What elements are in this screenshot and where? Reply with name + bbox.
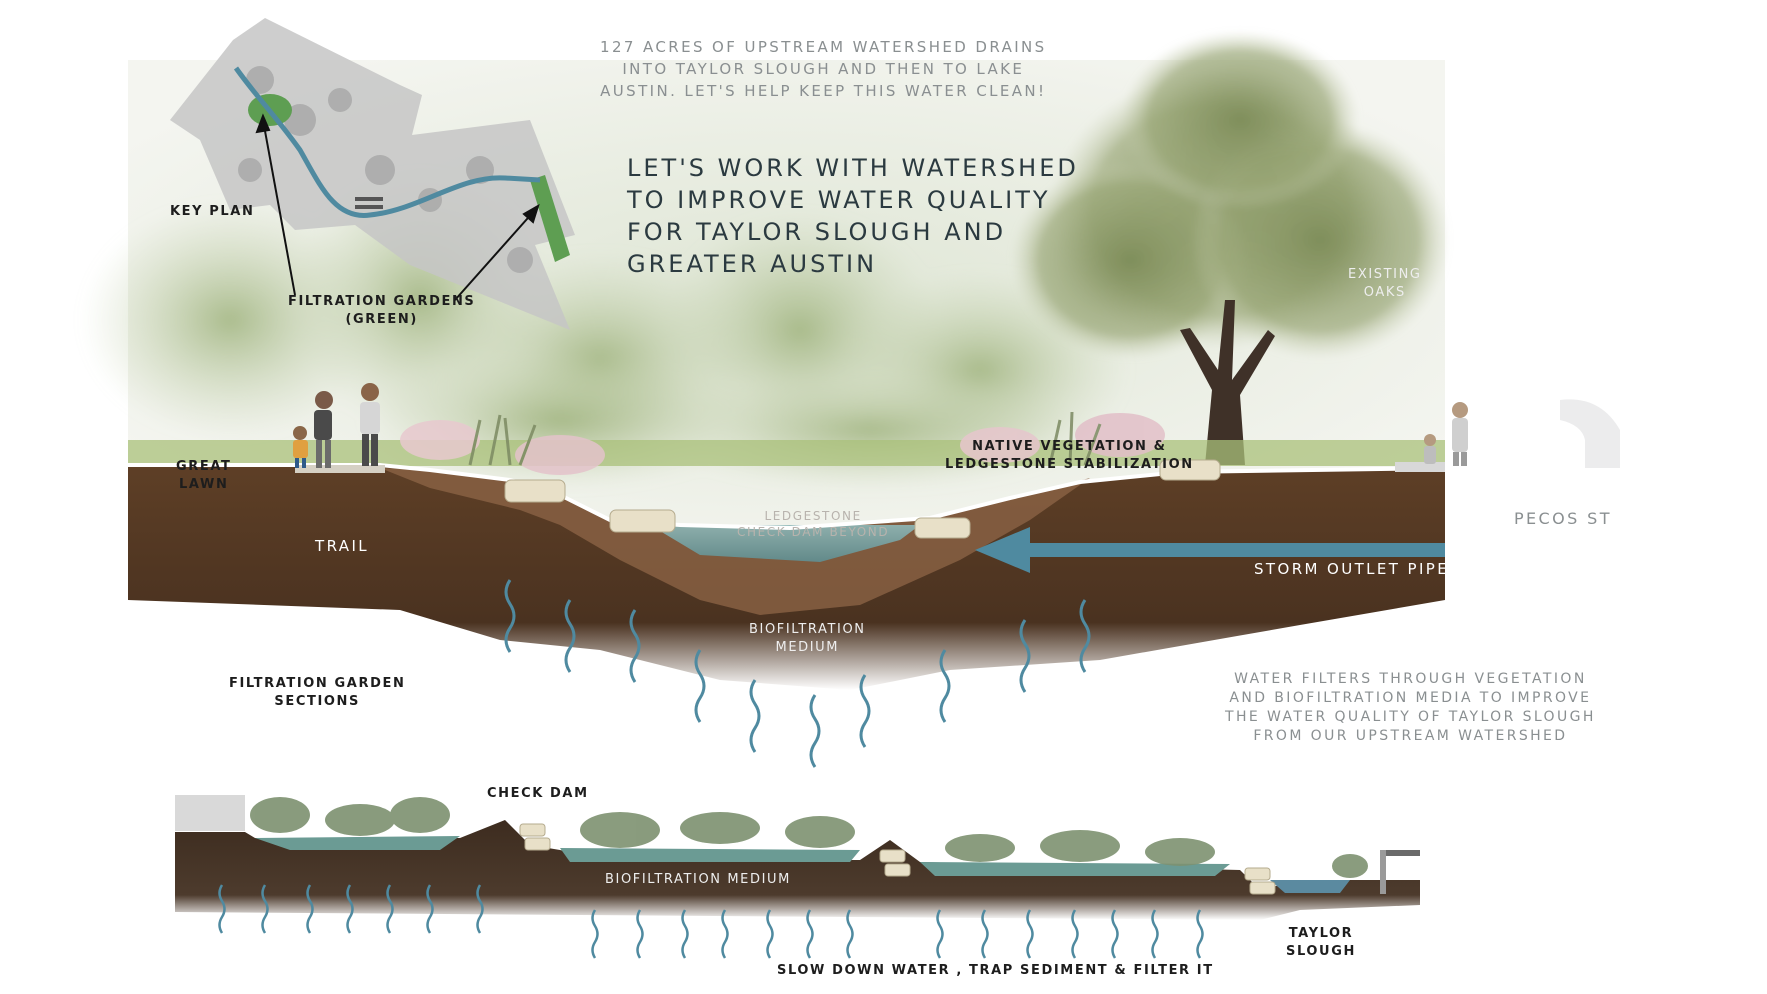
note-line-2: AND BIOFILTRATION MEDIA TO IMPROVE: [1229, 690, 1592, 706]
great-lawn-label: GREAT LAWN: [176, 458, 231, 494]
oaks-line-1: EXISTING: [1348, 267, 1422, 282]
ornamental-grasses: [400, 411, 1165, 475]
note-line-4: FROM OUR UPSTREAM WATERSHED: [1253, 728, 1568, 744]
note-line-1: WATER FILTERS THROUGH VEGETATION: [1234, 671, 1587, 687]
slough-line-1: TAYLOR: [1288, 926, 1354, 941]
check-dam-beyond-label: LEDGESTONE CHECK DAM BEYOND: [737, 508, 889, 540]
bio-line-1: BIOFILTRATION: [749, 622, 866, 637]
headline-line-1: LET'S WORK WITH WATERSHED: [627, 154, 1079, 182]
bio-line-2: MEDIUM: [775, 640, 840, 655]
headline-line-3: FOR TAYLOR SLOUGH AND: [627, 218, 1007, 246]
vegetation-line-1: NATIVE VEGETATION &: [972, 439, 1167, 454]
upper-infiltration-arrows: [504, 579, 1091, 768]
intro-line-2: INTO TAYLOR SLOUGH AND THEN TO LAKE: [622, 60, 1025, 78]
key-plan-title: KEY PLAN: [170, 204, 255, 219]
check-dam-label: CHECK DAM: [487, 786, 589, 801]
section-line-1: FILTRATION GARDEN: [229, 676, 406, 691]
intro-text: 127 ACRES OF UPSTREAM WATERSHED DRAINS I…: [600, 36, 1047, 102]
dam-beyond-line-2: CHECK DAM BEYOND: [737, 525, 890, 539]
headline-line-2: TO IMPROVE WATER QUALITY: [627, 186, 1051, 214]
oak-tree: [1010, 30, 1450, 465]
taylor-slough-label: TAYLOR SLOUGH: [1286, 925, 1356, 961]
street-slab: [1395, 462, 1445, 472]
biofiltration-medium-label: BIOFILTRATION MEDIUM: [749, 621, 866, 657]
dam-beyond-line-1: LEDGESTONE: [764, 509, 862, 523]
lawn-line-2: LAWN: [179, 477, 229, 492]
ground-surface-line: [128, 463, 1446, 531]
lower-biofiltration-label: BIOFILTRATION MEDIUM: [605, 872, 791, 887]
filtration-gardens-callout: FILTRATION GARDENS (GREEN): [288, 293, 475, 329]
section-line-2: SECTIONS: [274, 694, 361, 709]
trail-slab: [295, 465, 385, 473]
grass-strip: [128, 440, 1445, 466]
slough-line-2: SLOUGH: [1286, 944, 1356, 959]
native-vegetation-label: NATIVE VEGETATION & LEDGESTONE STABILIZA…: [945, 438, 1194, 474]
intro-line-1: 127 ACRES OF UPSTREAM WATERSHED DRAINS: [600, 38, 1047, 56]
people-figures: [293, 383, 1468, 468]
storm-outlet-arrow-icon: [975, 527, 1445, 573]
oaks-line-2: OAKS: [1363, 285, 1406, 300]
lower-caption: SLOW DOWN WATER , TRAP SEDIMENT & FILTER…: [777, 963, 1214, 978]
pond-water: [650, 525, 920, 562]
intro-line-3: AUSTIN. LET'S HELP KEEP THIS WATER CLEAN…: [600, 82, 1047, 100]
filter-note: WATER FILTERS THROUGH VEGETATION AND BIO…: [1225, 670, 1596, 746]
headline: LET'S WORK WITH WATERSHED TO IMPROVE WAT…: [627, 152, 1079, 280]
lower-infiltration-arrows: [218, 884, 1204, 959]
parked-car: [1560, 399, 1620, 468]
note-line-3: THE WATER QUALITY OF TAYLOR SLOUGH: [1225, 709, 1596, 725]
lower-section: [175, 795, 1420, 920]
trail-label: TRAIL: [315, 537, 370, 555]
key-plan-callout-arrows: [255, 113, 540, 301]
vegetation-line-2: LEDGESTONE STABILIZATION: [945, 457, 1194, 472]
lawn-line-1: GREAT: [176, 459, 232, 474]
key-plan-map: [170, 18, 575, 330]
headline-line-4: GREATER AUSTIN: [627, 250, 878, 278]
watershed-stream: [233, 66, 541, 218]
storm-pipe-label: STORM OUTLET PIPE: [1254, 560, 1450, 578]
filtration-garden-south: [530, 175, 570, 262]
section-title: FILTRATION GARDEN SECTIONS: [229, 675, 405, 711]
callout-line-2: (GREEN): [345, 312, 418, 327]
existing-oaks-label: EXISTING OAKS: [1348, 266, 1422, 302]
pecos-street-label: PECOS ST: [1514, 509, 1612, 528]
ledgestones: [504, 459, 1221, 539]
callout-line-1: FILTRATION GARDENS: [288, 294, 476, 309]
